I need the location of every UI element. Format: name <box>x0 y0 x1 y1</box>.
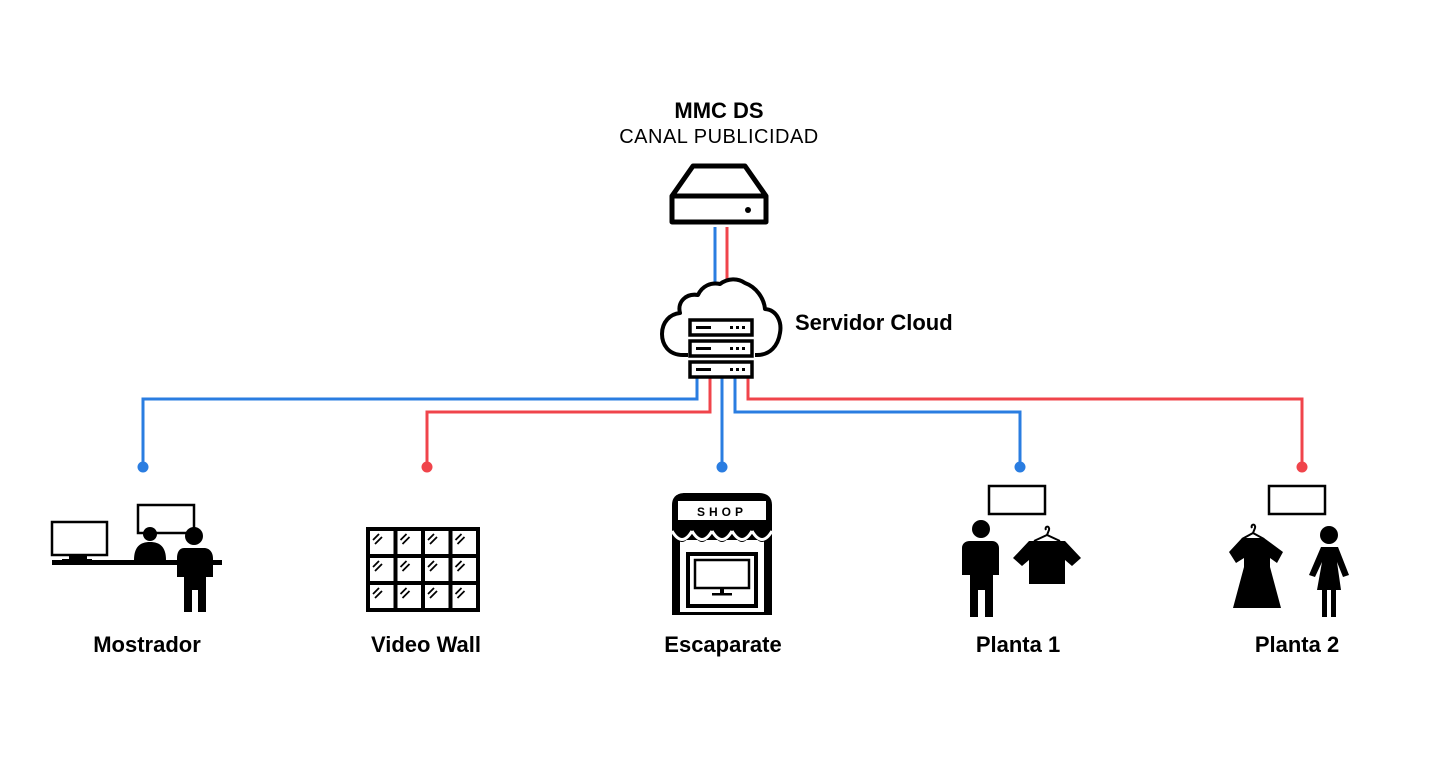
shop-window-icon: SHOP <box>670 493 774 615</box>
node-label-mostrador: Mostrador <box>93 632 201 657</box>
link-planta-2 <box>746 378 1304 466</box>
endpoint-dot <box>1296 461 1308 473</box>
video-wall-screen <box>397 531 421 554</box>
node-label-escaparate: Escaparate <box>664 632 782 657</box>
man-shirt-icon <box>962 484 1081 617</box>
video-wall-screen <box>452 585 476 608</box>
link-video-wall <box>425 378 712 466</box>
video-wall-screen <box>425 585 449 608</box>
shop-sign-text: SHOP <box>697 505 747 519</box>
endpoints <box>137 461 1308 473</box>
video-wall-screen <box>452 558 476 581</box>
woman-dress-icon <box>1229 484 1349 617</box>
video-wall-screen <box>370 531 394 554</box>
cloud-label: Servidor Cloud <box>795 310 953 335</box>
node-label-planta-1: Planta 1 <box>975 632 1061 657</box>
video-wall-screen <box>425 531 449 554</box>
video-wall-screen <box>452 531 476 554</box>
video-wall-screen <box>370 558 394 581</box>
diagram-title: MMC DS <box>674 98 764 123</box>
connections <box>141 227 1304 466</box>
video-wall-screen <box>425 558 449 581</box>
video-wall-screen <box>397 558 421 581</box>
video-wall-screen <box>370 585 394 608</box>
node-label-video-wall: Video Wall <box>370 632 482 657</box>
link-planta-1 <box>733 378 1022 466</box>
endpoint-dot <box>137 461 149 473</box>
server-icon <box>669 163 769 225</box>
reception-desk-icon <box>50 503 222 612</box>
endpoint-dot <box>421 461 433 473</box>
video-wall-icon <box>366 527 480 612</box>
node-label-planta-2: Planta 2 <box>1254 632 1340 657</box>
video-wall-screen <box>397 585 421 608</box>
endpoint-dot <box>1014 461 1026 473</box>
link-mostrador <box>141 378 699 466</box>
cloud-server-icon <box>660 277 783 379</box>
endpoint-dot <box>716 461 728 473</box>
diagram-subtitle: CANAL PUBLICIDAD <box>619 126 819 148</box>
